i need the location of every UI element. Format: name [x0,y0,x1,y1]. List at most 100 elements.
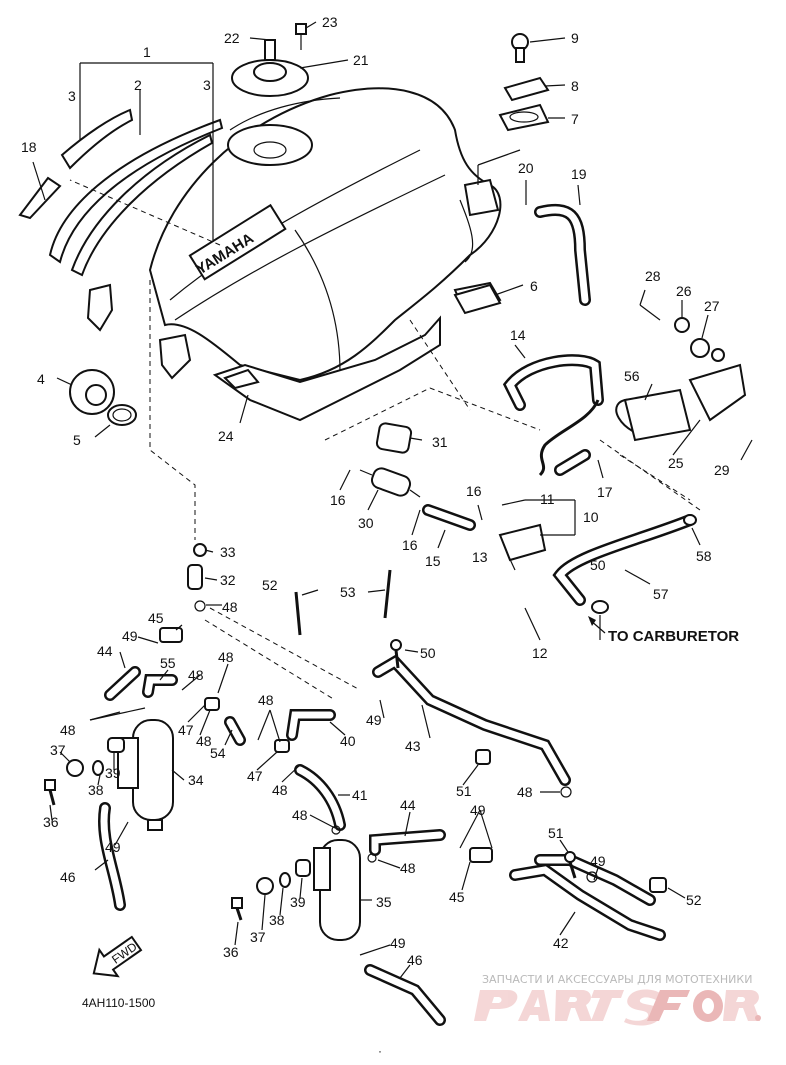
part-label-42: 42 [553,935,569,951]
part-label-49a: 49 [122,628,138,644]
part-label-38b: 38 [269,912,285,928]
watermark-logo [474,989,761,1026]
part-label-43: 43 [405,738,421,754]
part-label-16b: 16 [402,537,418,553]
part-label-56: 57 [653,586,669,602]
part-label-3: 3 [68,88,76,104]
part-label-8: 8 [571,78,579,94]
part-label-49e: 49 [390,935,406,951]
carburetor-callout: TO CARBURETOR [588,616,739,645]
leader-lines [32,21,753,979]
part-label-19: 19 [571,166,587,182]
part-label-39a: 39 [105,765,121,781]
part-label-25: 25 [668,455,684,471]
part-label-27: 27 [704,298,720,314]
part-label-54: 55 [160,655,176,671]
part-label-52b: 53 [340,584,356,600]
part-label-48d: 48 [60,722,76,738]
part-label-50b: 51 [548,825,564,841]
part-label-48h: 48 [292,807,308,823]
part-label-57: 58 [696,548,712,564]
fuel-petcock [69,369,137,426]
tank-brackets [453,33,550,315]
part-label-40: 40 [340,733,356,749]
part-label-4: 4 [37,371,45,387]
part-label-49d: 49 [470,802,486,818]
part-label-55: 56 [624,368,640,384]
dashed-routing-lines [69,179,701,701]
part-number-labels: 1 2 3 3 4 5 6 7 8 9 10 11 12 13 14 15 16… [21,14,730,968]
part-label-49b: 49 [105,839,121,855]
part-label-28: 28 [645,268,661,284]
part-label-48k: 49 [590,853,606,869]
part-label-45a: 45 [148,610,164,626]
part-label-48e: 48 [196,733,212,749]
part-label-48c: 48 [218,649,234,665]
part-label-7: 7 [571,111,579,127]
part-label-47b: 47 [247,768,263,784]
part-label-32: 32 [220,572,236,588]
diagram-code: 4AH110-1500 [82,996,155,1010]
watermark-caption: ЗАПЧАСТИ И АКСЕССУАРЫ ДЛЯ МОТОТЕХНИКИ [482,973,752,986]
part-label-48j: 48 [517,784,533,800]
part-label-36a: 36 [43,814,59,830]
part-label-16c: 16 [466,483,482,499]
part-label-51a: 51 [456,783,472,799]
watermark: ЗАПЧАСТИ И АКСЕССУАРЫ ДЛЯ МОТОТЕХНИКИ [474,973,761,1026]
part-label-35: 35 [376,894,392,910]
part-label-20: 20 [518,160,534,176]
part-label-50a: 50 [420,645,436,661]
part-label-46a: 46 [60,869,76,885]
part-label-22: 22 [224,30,240,46]
part-label-46b: 46 [407,952,423,968]
evap-canister-system [44,543,667,1026]
part-label-48f: 48 [258,692,274,708]
part-label-14: 14 [510,327,526,343]
part-label-23: 23 [322,14,338,30]
part-label-15: 15 [425,553,441,569]
part-label-49c: 49 [366,712,382,728]
part-label-48i: 48 [400,860,416,876]
part-label-2: 2 [134,77,142,93]
part-label-33: 33 [220,544,236,560]
part-label-39b: 39 [290,894,306,910]
part-label-12: 12 [532,645,548,661]
part-label-6: 6 [530,278,538,294]
part-label-5: 5 [73,432,81,448]
part-label-29: 29 [714,462,730,478]
part-label-1: 1 [143,44,151,60]
part-label-31: 31 [432,434,448,450]
part-label-10: 10 [583,509,599,525]
part-label-48g: 48 [272,782,288,798]
part-label-44a: 44 [97,643,113,659]
part-label-38a: 38 [88,782,104,798]
part-label-30: 30 [358,515,374,531]
part-label-17: 17 [597,484,613,500]
part-label-26: 26 [676,283,692,299]
part-label-18: 18 [21,139,37,155]
part-label-37a: 37 [50,742,66,758]
stray-mark: · [378,1044,382,1058]
part-label-44b: 44 [400,797,416,813]
tank-trim-strips [18,108,224,277]
part-label-24: 24 [218,428,234,444]
part-label-48a: 48 [222,599,238,615]
fuel-line-assembly [359,203,747,614]
part-label-21: 21 [353,52,369,68]
fwd-arrow: FWD [92,935,143,978]
part-label-3b: 3 [203,77,211,93]
part-label-51b: 52 [686,892,702,908]
part-label-45b: 45 [449,889,465,905]
part-label-34: 34 [188,772,204,788]
filler-cap [231,23,309,97]
part-label-41: 41 [352,787,368,803]
part-label-13: 13 [472,549,488,565]
part-label-37b: 37 [250,929,266,945]
part-label-16a: 16 [330,492,346,508]
part-label-36b: 36 [223,944,239,960]
to-carburetor-label: TO CARBURETOR [608,628,739,645]
part-label-47a: 47 [178,722,194,738]
part-label-48b: 48 [188,667,204,683]
part-label-49f: 50 [590,557,606,573]
